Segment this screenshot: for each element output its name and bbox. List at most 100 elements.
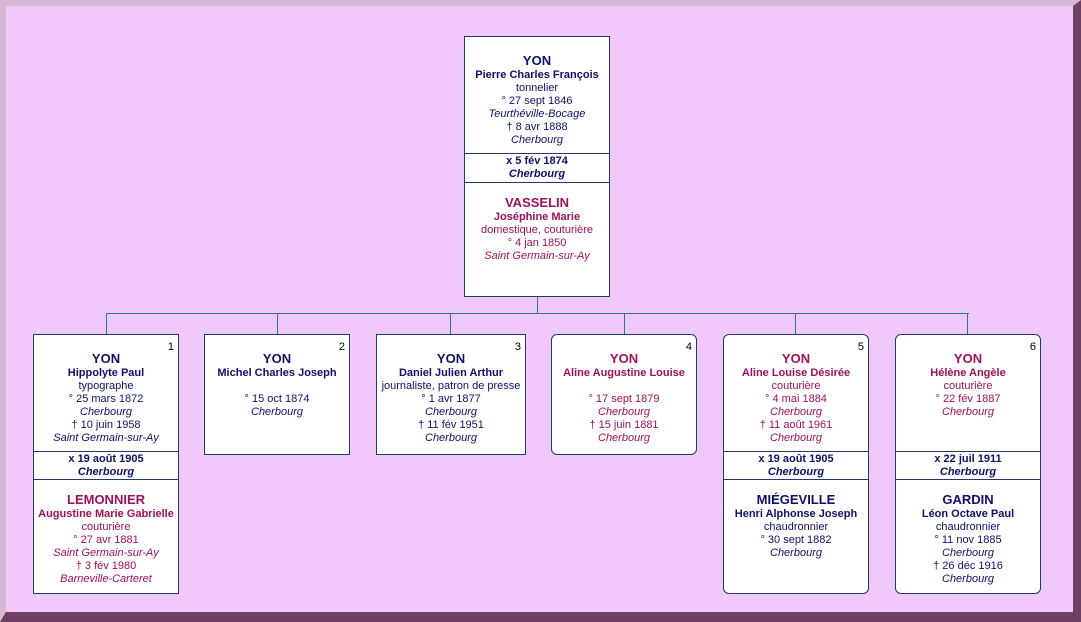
- death-place: Cherbourg: [598, 432, 650, 444]
- birth-place: Cherbourg: [80, 406, 132, 418]
- connector-child-6: [967, 313, 968, 334]
- birth-date: ° 27 sept 1846: [501, 95, 573, 107]
- death-date: † 8 avr 1888: [506, 121, 568, 133]
- death-date: † 10 juin 1958: [71, 419, 141, 431]
- connector-child-5: [795, 313, 796, 334]
- child-person[interactable]: YON Aline Louise Désirée couturière ° 4 …: [724, 351, 868, 445]
- death-date: † 11 août 1961: [759, 419, 833, 431]
- death-place: Cherbourg: [425, 432, 477, 444]
- death-date: † 26 déc 1916: [933, 560, 1003, 572]
- child-marriage: x 19 août 1905 Cherbourg: [724, 453, 868, 479]
- birth-date: ° 1 avr 1877: [421, 393, 481, 405]
- marriage-place: Cherbourg: [508, 168, 566, 180]
- birth-date: ° 17 sept 1879: [588, 393, 660, 405]
- occupation: chaudronnier: [935, 521, 1001, 533]
- child-number: 3: [514, 341, 521, 353]
- birth-place: Saint Germain-sur-Ay: [53, 547, 159, 559]
- surname: YON: [522, 53, 552, 68]
- death-date: † 15 juin 1881: [589, 419, 659, 431]
- surname: YON: [262, 351, 292, 366]
- child-person[interactable]: YON Daniel Julien Arthur journaliste, pa…: [377, 351, 525, 445]
- occupation-empty: [552, 380, 696, 393]
- spouse-person[interactable]: MIÉGEVILLE Henri Alphonse Joseph chaudro…: [724, 492, 868, 560]
- divider: [896, 451, 1040, 452]
- root-marriage: x 5 fév 1874 Cherbourg: [465, 155, 609, 181]
- marriage-place: Cherbourg: [939, 466, 997, 478]
- birth-place: Cherbourg: [770, 547, 822, 559]
- given-names: Léon Octave Paul: [921, 508, 1015, 520]
- connector-child-2: [277, 313, 278, 334]
- occupation: typographe: [78, 380, 134, 392]
- divider: [465, 153, 609, 154]
- child-number: 1: [167, 341, 174, 353]
- connector-child-1: [106, 313, 107, 334]
- marriage-date: x 19 août 1905: [68, 453, 144, 465]
- given-names: Aline Louise Désirée: [741, 367, 851, 379]
- root-husband[interactable]: YON Pierre Charles François tonnelier ° …: [465, 53, 609, 147]
- spouse-person[interactable]: LEMONNIER Augustine Marie Gabrielle cout…: [34, 492, 178, 586]
- given-names: Aline Augustine Louise: [563, 367, 685, 379]
- birth-place: Cherbourg: [251, 406, 303, 418]
- child-marriage: x 19 août 1905 Cherbourg: [34, 453, 178, 479]
- occupation: chaudronnier: [763, 521, 829, 533]
- given-names: Joséphine Marie: [493, 211, 581, 223]
- given-names: Augustine Marie Gabrielle: [38, 508, 174, 520]
- connector-child-4: [624, 313, 625, 334]
- child-person[interactable]: YON Aline Augustine Louise ° 17 sept 187…: [552, 351, 696, 445]
- connector-horizontal: [106, 313, 969, 314]
- birth-place: Saint Germain-sur-Ay: [484, 250, 590, 262]
- birth-place: Cherbourg: [942, 547, 994, 559]
- birth-date: ° 27 avr 1881: [73, 534, 139, 546]
- marriage-date: x 5 fév 1874: [506, 155, 568, 167]
- divider: [34, 451, 178, 452]
- marriage-date: x 19 août 1905: [758, 453, 834, 465]
- given-names: Pierre Charles François: [475, 69, 599, 81]
- child-marriage: x 22 juil 1911 Cherbourg: [896, 453, 1040, 479]
- marriage-place: Cherbourg: [767, 466, 825, 478]
- divider: [465, 182, 609, 183]
- death-place: Cherbourg: [511, 134, 563, 146]
- root-couple-card: YON Pierre Charles François tonnelier ° …: [464, 36, 610, 297]
- root-wife[interactable]: VASSELIN Joséphine Marie domestique, cou…: [465, 195, 609, 263]
- occupation: couturière: [81, 521, 131, 533]
- surname: MIÉGEVILLE: [756, 492, 836, 507]
- birth-date: ° 25 mars 1872: [68, 393, 144, 405]
- divider: [34, 479, 178, 480]
- marriage-place: Cherbourg: [77, 466, 135, 478]
- child-card-1: 1 YON Hippolyte Paul typographe ° 25 mar…: [33, 334, 179, 594]
- birth-date: ° 15 oct 1874: [244, 393, 310, 405]
- surname: GARDIN: [942, 492, 994, 507]
- connector-root-down: [537, 296, 538, 314]
- child-person[interactable]: YON Hippolyte Paul typographe ° 25 mars …: [34, 351, 178, 445]
- child-person[interactable]: YON Michel Charles Joseph ° 15 oct 1874 …: [205, 351, 349, 419]
- child-card-4: 4 YON Aline Augustine Louise ° 17 sept 1…: [551, 334, 697, 455]
- occupation-empty: [205, 380, 349, 393]
- surname: YON: [609, 351, 639, 366]
- given-names: Hippolyte Paul: [67, 367, 145, 379]
- child-person[interactable]: YON Hélène Angèle couturière ° 22 fév 18…: [896, 351, 1040, 419]
- spouse-person[interactable]: GARDIN Léon Octave Paul chaudronnier ° 1…: [896, 492, 1040, 586]
- birth-place: Cherbourg: [942, 406, 994, 418]
- birth-date: ° 11 nov 1885: [934, 534, 1002, 546]
- divider: [896, 479, 1040, 480]
- death-place: Barneville-Carteret: [60, 573, 152, 585]
- birth-place: Teurthéville-Bocage: [488, 108, 586, 120]
- death-place: Cherbourg: [770, 432, 822, 444]
- child-card-3: 3 YON Daniel Julien Arthur journaliste, …: [376, 334, 526, 455]
- child-number: 2: [338, 341, 345, 353]
- surname: YON: [436, 351, 466, 366]
- occupation: couturière: [771, 380, 821, 392]
- occupation: journaliste, patron de presse: [381, 380, 521, 392]
- child-card-6: 6 YON Hélène Angèle couturière ° 22 fév …: [895, 334, 1041, 594]
- birth-place: Cherbourg: [598, 406, 650, 418]
- birth-place: Cherbourg: [425, 406, 477, 418]
- given-names: Henri Alphonse Joseph: [734, 508, 858, 520]
- birth-date: ° 4 jan 1850: [507, 237, 567, 249]
- birth-date: ° 22 fév 1887: [935, 393, 1001, 405]
- given-names: Michel Charles Joseph: [217, 367, 337, 379]
- death-date: † 3 fév 1980: [75, 560, 137, 572]
- connector-child-3: [450, 313, 451, 334]
- surname: YON: [781, 351, 811, 366]
- birth-date: ° 30 sept 1882: [760, 534, 832, 546]
- marriage-date: x 22 juil 1911: [934, 453, 1002, 465]
